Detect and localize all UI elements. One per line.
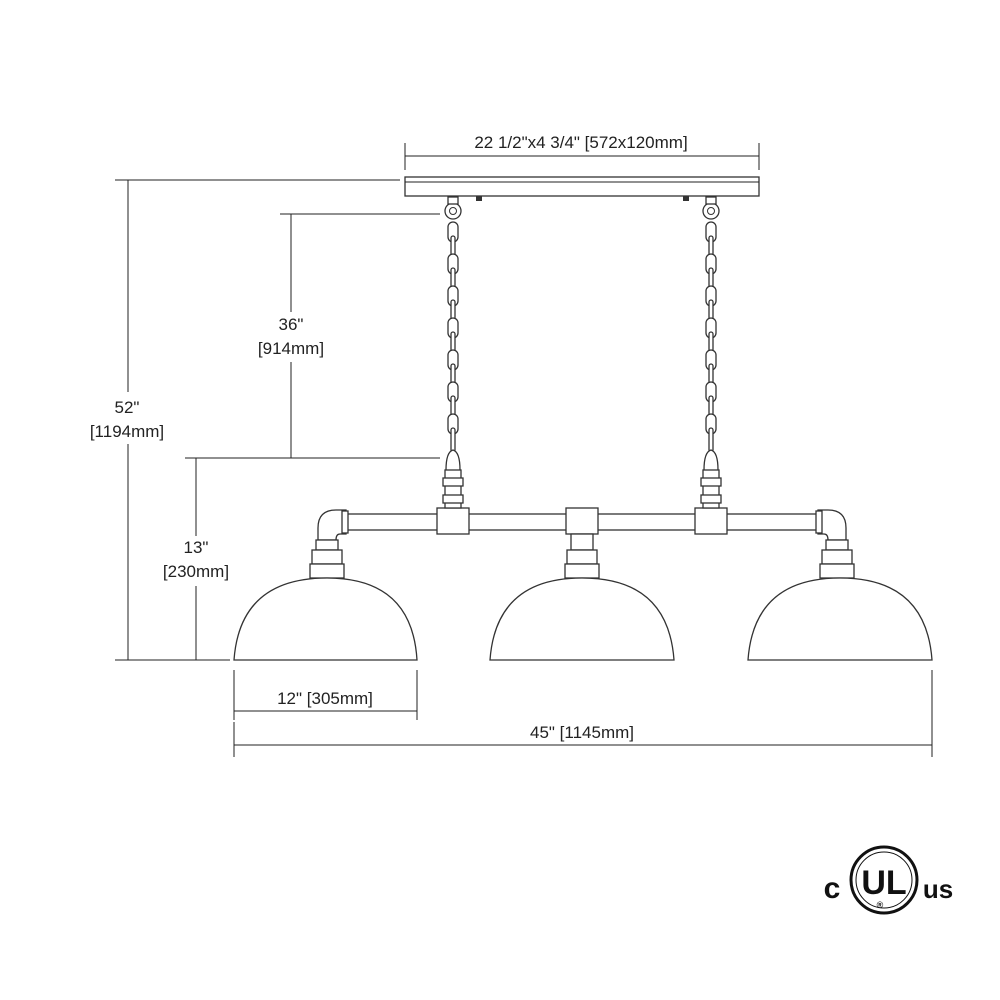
body-height-inches: 13" (184, 538, 209, 557)
total-width-dimension: 45" [1145mm] (233, 670, 933, 757)
shade-width-dimension: 12" [305mm] (233, 670, 418, 720)
right-dome-shade (747, 577, 933, 661)
left-chain (444, 196, 462, 471)
overall-height-inches: 52" (115, 398, 140, 417)
pipe-frame (317, 469, 847, 541)
right-chain (702, 196, 720, 471)
chain-length-mm: [914mm] (258, 339, 324, 358)
total-width-label: 45" [1145mm] (530, 723, 634, 742)
ul-logo-registered: ® (877, 900, 884, 910)
right-lamp-fitting (819, 539, 855, 579)
chain-length-inches: 36" (279, 315, 304, 334)
ul-logo-center: UL (861, 864, 906, 902)
canopy-dimension: 22 1/2"x4 3/4" [572x120mm] (404, 133, 760, 170)
body-height-mm: [230mm] (163, 562, 229, 581)
ul-logo-us: us (923, 874, 953, 904)
chain-length-dimension: 36" [914mm] (185, 213, 440, 459)
center-lamp-fitting (564, 533, 600, 579)
shade-width-label: 12" [305mm] (277, 689, 373, 708)
ul-certification-logo: c UL us ® (824, 845, 953, 915)
ul-logo-c: c (824, 872, 841, 905)
canopy-plate (404, 176, 760, 201)
overall-height-mm: [1194mm] (90, 422, 164, 441)
overall-height-dimension: 52" [1194mm] (80, 179, 400, 661)
center-dome-shade (489, 577, 675, 661)
left-lamp-fitting (309, 539, 345, 579)
canopy-dimension-label: 22 1/2"x4 3/4" [572x120mm] (474, 133, 687, 152)
left-dome-shade (233, 577, 418, 661)
body-height-dimension: 13" [230mm] (150, 458, 242, 660)
